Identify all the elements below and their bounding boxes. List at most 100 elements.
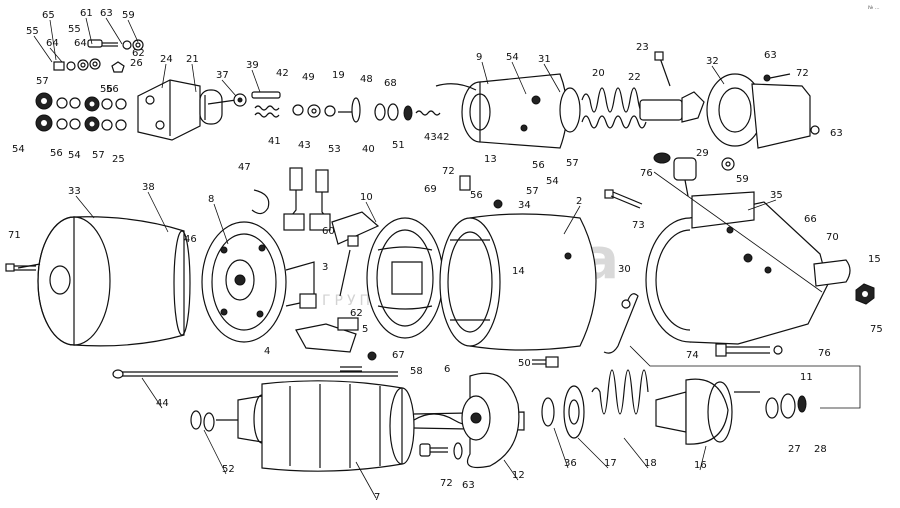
- callout-57b: 57: [92, 150, 105, 161]
- callout-56d: 56: [532, 160, 545, 171]
- callout-28: 28: [814, 444, 827, 455]
- callout-35: 35: [770, 190, 783, 201]
- callout-65: 65: [42, 10, 55, 21]
- callout-5: 5: [362, 324, 368, 335]
- callout-36: 36: [564, 458, 577, 469]
- brush-holders: [295, 211, 380, 353]
- callout-75: 75: [870, 324, 883, 335]
- screw-72-bottom: [419, 442, 463, 460]
- callout-19: 19: [332, 70, 345, 81]
- callout-25: 25: [112, 154, 125, 165]
- callout-50: 50: [518, 358, 531, 369]
- callout-31: 31: [538, 54, 551, 65]
- field-coils-6: [366, 217, 444, 339]
- callout-54d: 54: [546, 176, 559, 187]
- callout-49: 49: [302, 72, 315, 83]
- callout-56c: 56: [106, 84, 119, 95]
- callout-17: 17: [604, 458, 617, 469]
- leader-lines: [33, 17, 777, 499]
- armature-7: [190, 380, 525, 472]
- callout-70: 70: [826, 232, 839, 243]
- callout-4342: 4342: [424, 132, 449, 143]
- callout-63b: 63: [764, 50, 777, 61]
- callout-74: 74: [686, 350, 699, 361]
- callout-54b: 54: [12, 144, 25, 155]
- callout-63c: 63: [830, 128, 843, 139]
- callout-51: 51: [392, 140, 405, 151]
- callout-68: 68: [384, 78, 397, 89]
- callout-27: 27: [788, 444, 801, 455]
- housing-2: [439, 175, 597, 351]
- callout-43: 43: [298, 140, 311, 151]
- callout-64b: 64: [74, 38, 87, 49]
- spring-31: [559, 87, 647, 133]
- bracket-lead-11: [629, 345, 861, 409]
- callout-30: 30: [618, 264, 631, 275]
- callout-47: 47: [238, 162, 251, 173]
- callout-37: 37: [216, 70, 229, 81]
- callout-63: 63: [100, 8, 113, 19]
- bolt-37: [207, 93, 247, 107]
- callout-23: 23: [636, 42, 649, 53]
- screw-50: [532, 356, 559, 368]
- callout-69: 69: [424, 184, 437, 195]
- drive-assembly: [541, 369, 760, 445]
- callout-32: 32: [706, 56, 719, 67]
- callout-6: 6: [444, 364, 450, 375]
- callout-3: 3: [322, 262, 328, 273]
- callout-59: 59: [122, 10, 135, 21]
- washer-58: [340, 351, 377, 372]
- callout-48: 48: [360, 74, 373, 85]
- callout-22: 22: [628, 72, 641, 83]
- callout-72c: 72: [440, 478, 453, 489]
- callout-15: 15: [868, 254, 881, 265]
- callout-26: 26: [130, 58, 143, 69]
- bolt-74: [715, 343, 783, 357]
- callout-14: 14: [512, 266, 525, 277]
- callout-67: 67: [392, 350, 405, 361]
- contact-parts: [251, 91, 441, 123]
- callout-55: 55: [26, 26, 39, 37]
- callout-63d: 63: [462, 480, 475, 491]
- callout-57c: 57: [566, 158, 579, 169]
- bearing-plate-12: [461, 372, 520, 469]
- bracket-32: [706, 73, 820, 171]
- callout-4: 4: [264, 346, 270, 357]
- callout-56: 56: [100, 84, 113, 95]
- callout-20: 20: [592, 68, 605, 79]
- callout-7: 7: [374, 492, 380, 503]
- lead-15: [653, 171, 823, 293]
- callout-62: 62: [132, 48, 145, 59]
- callout-44: 44: [156, 398, 169, 409]
- callout-18: 18: [644, 458, 657, 469]
- callout-62b: 62: [350, 308, 363, 319]
- callout-2: 2: [576, 196, 582, 207]
- nut-75: [855, 283, 875, 305]
- callout-11: 11: [800, 372, 813, 383]
- callout-60: 60: [322, 226, 335, 237]
- callout-13: 13: [484, 154, 497, 165]
- callout-59b: 59: [736, 174, 749, 185]
- solenoid-cover-24: [137, 79, 223, 141]
- callout-56b: 56: [50, 148, 63, 159]
- clip-47: [251, 189, 270, 215]
- callout-labels: 65 61 63 59 55 64 55 64 62 26 24 21 37 3…: [8, 8, 883, 503]
- callout-29: 29: [696, 148, 709, 159]
- screw-71: [5, 263, 36, 272]
- callout-66: 66: [804, 214, 817, 225]
- callout-12: 12: [512, 470, 525, 481]
- callout-21: 21: [186, 54, 199, 65]
- callout-71: 71: [8, 230, 21, 241]
- callout-58: 58: [410, 366, 423, 377]
- bolt-73: [604, 189, 643, 209]
- callout-55b: 55: [68, 24, 81, 35]
- callout-33: 33: [68, 186, 81, 197]
- callout-34: 34: [518, 200, 531, 211]
- callout-72: 72: [796, 68, 809, 79]
- drive-housing-35: [645, 191, 851, 345]
- callout-76b: 76: [818, 348, 831, 359]
- lever-30: [603, 293, 639, 354]
- brushes-top: [283, 167, 331, 231]
- callout-16: 16: [694, 460, 707, 471]
